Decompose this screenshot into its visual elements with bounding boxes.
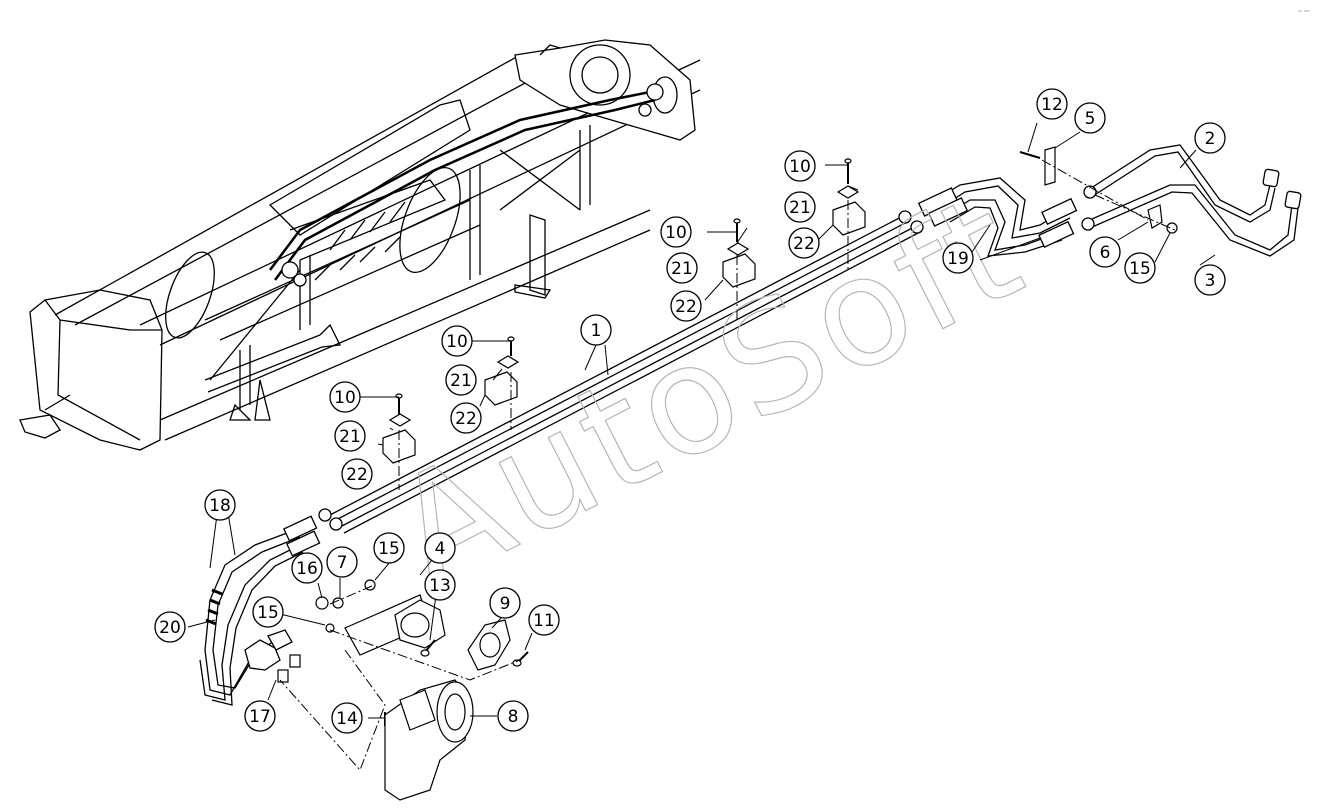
callout-10c: 10 [441,325,473,357]
center-lines [279,159,1176,771]
callout-20: 20 [154,611,186,643]
callout-4: 4 [424,532,456,564]
svg-text:6: 6 [1100,243,1111,263]
svg-text:21: 21 [339,427,361,447]
svg-text:4: 4 [435,539,446,559]
callout-22d: 22 [341,458,373,490]
small-parts [277,146,1178,801]
svg-text:19: 19 [947,249,969,269]
svg-text:15: 15 [378,539,400,559]
svg-text:17: 17 [249,707,271,727]
callout-15c: 15 [1124,252,1156,284]
svg-text:22: 22 [793,234,815,254]
svg-text:10: 10 [789,157,811,177]
hoses-19 [917,177,1078,257]
callout-2: 2 [1194,122,1226,154]
svg-text:22: 22 [675,297,697,317]
callout-8: 8 [497,700,529,732]
hydraulic-tubes [318,144,1302,534]
callout-6: 6 [1089,236,1121,268]
callout-7: 7 [326,546,358,578]
callout-12: 12 [1036,88,1068,120]
callout-21a: 21 [784,191,816,223]
callout-11: 11 [528,604,560,636]
clamp-group-a [382,393,416,464]
callout-14: 14 [331,702,363,734]
svg-text:14: 14 [336,709,358,729]
hoses-18-20 [199,515,321,706]
svg-text:22: 22 [346,465,368,485]
callouts: 1 2 3 4 5 6 7 8 9 10 10 10 10 11 12 13 1… [154,88,1226,734]
svg-text:22: 22 [455,409,477,429]
callout-22b: 22 [670,290,702,322]
callout-5: 5 [1074,102,1106,134]
svg-text:5: 5 [1085,109,1096,129]
callout-21b: 21 [666,252,698,284]
svg-text:9: 9 [500,594,511,614]
svg-text:12: 12 [1041,95,1063,115]
callout-10a: 10 [660,216,692,248]
corner-mark: ₂₀ ₈₈₀ [1298,8,1310,14]
svg-text:10: 10 [665,223,687,243]
svg-text:21: 21 [789,198,811,218]
callout-13: 13 [424,569,456,601]
callout-leaders [187,122,1216,719]
svg-text:1: 1 [591,321,602,341]
callout-15b: 15 [252,596,284,628]
callout-21d: 21 [334,420,366,452]
callout-18: 18 [204,489,236,521]
svg-text:16: 16 [296,559,318,579]
callout-1: 1 [580,314,612,346]
svg-text:15: 15 [1129,259,1151,279]
svg-text:3: 3 [1205,271,1216,291]
svg-text:10: 10 [446,332,468,352]
clamp-group-c [722,218,756,288]
callout-15a: 15 [373,532,405,564]
svg-text:2: 2 [1205,129,1216,149]
svg-text:21: 21 [450,371,472,391]
svg-text:20: 20 [159,618,181,638]
callout-21c: 21 [445,364,477,396]
svg-text:11: 11 [533,611,555,631]
header-assembly [19,39,701,451]
svg-text:8: 8 [508,707,519,727]
svg-text:18: 18 [209,496,231,516]
callout-10d: 10 [329,381,361,413]
svg-text:15: 15 [257,603,279,623]
svg-text:21: 21 [671,259,693,279]
callout-19: 19 [942,242,974,274]
svg-text:7: 7 [337,553,348,573]
svg-text:10: 10 [334,388,356,408]
callout-10b: 10 [784,150,816,182]
callout-3: 3 [1194,264,1226,296]
callout-22a: 22 [788,227,820,259]
callout-9: 9 [489,587,521,619]
callout-17: 17 [244,700,276,732]
callout-16: 16 [291,552,323,584]
callout-22c: 22 [450,402,482,434]
svg-text:13: 13 [429,576,451,596]
